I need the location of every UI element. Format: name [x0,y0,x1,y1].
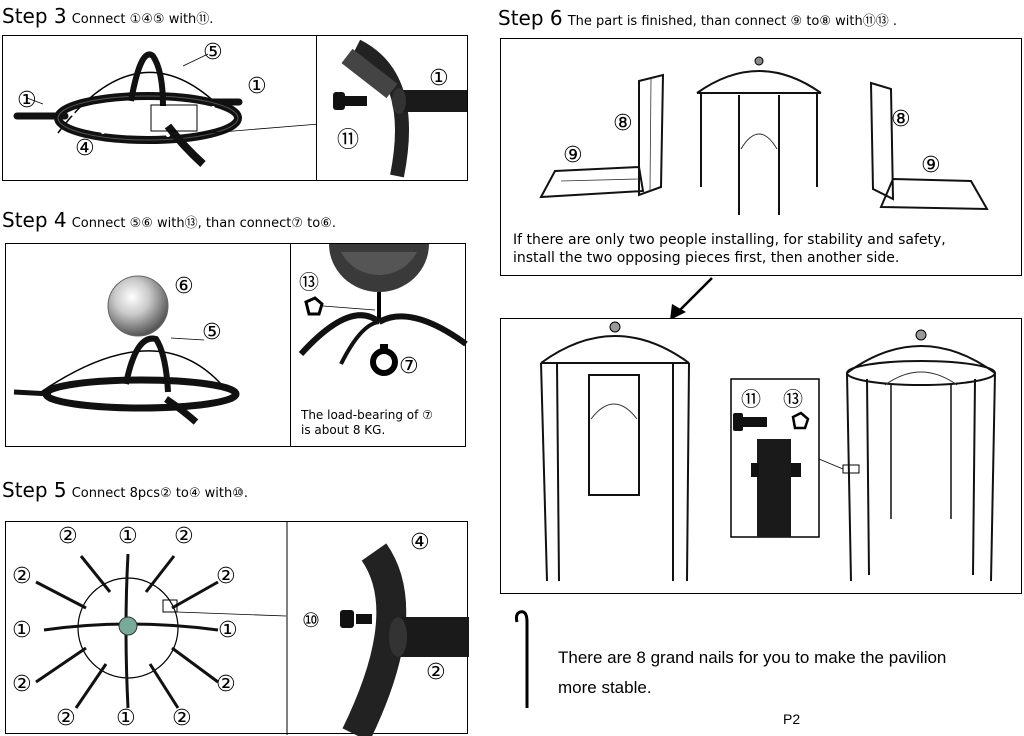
step3-text: Connect ①④⑤ with⑪. [71,12,214,27]
step5-callout-p2-e: ② [12,672,32,697]
step6-result-panel: ⑪ ⑬ [500,318,1022,594]
step6-callout-p8-left: ⑧ [613,111,633,136]
step6-warning-line1: If there are only two people installing,… [513,232,946,248]
step3-heading: Step 3 Connect ①④⑤ with⑪. [2,4,213,28]
step6-warning-line2: install the two opposing pieces first, t… [513,250,900,266]
ground-nails-line2: more stable. [558,678,652,697]
step3-detail-illustration [333,39,467,178]
step6-safety-warning: If there are only two people installing,… [513,231,946,267]
step5-callout-p1-top: ① [118,524,138,549]
step4-callout-p5: ⑤ [202,320,222,345]
step6-panels-illustration [539,56,989,215]
step6-callout-p9-right: ⑨ [921,153,941,178]
step5-callout-p1-left: ① [12,618,32,643]
step3-callout-p1-right: ① [247,74,267,99]
step5-label: Step 5 [2,478,67,502]
step5-detail-p2: ② [426,660,446,685]
step3-detail-inset: ① ⑪ [316,35,468,181]
step4-heading: Step 4 Connect ⑤⑥ with⑬, than connect⑦ t… [2,208,336,232]
step5-panel: ② ① ② ② ② ① ① ② ② ② ① ② ④ ⑩ ② [5,521,469,736]
step5-heading: Step 5 Connect 8pcs② to④ with⑩. [2,478,248,502]
step5-callout-p1-right: ① [218,618,238,643]
step5-callout-p2-b: ② [174,524,194,549]
step4-detail-inset: ⑬ ⑦ The load-bearing of ⑦ is about 8 KG. [290,243,468,447]
step5-text: Connect 8pcs② to④ with⑩. [71,486,249,501]
step4-load-note: The load-bearing of ⑦ is about 8 KG. [301,408,433,438]
step4-label: Step 4 [2,208,67,232]
step6-heading: Step 6 The part is finished, than connec… [498,6,897,30]
step3-label: Step 3 [2,4,67,28]
step4-load-note-line1: The load-bearing of ⑦ [301,408,433,422]
step3-callout-p5: ⑤ [203,40,223,65]
page-number: P2 [783,711,801,727]
step5-callout-p2-c: ② [12,564,32,589]
step6-result-p13: ⑬ [783,387,803,411]
step5-detail-p10: ⑩ [302,608,320,632]
step6-callout-p8-right: ⑧ [891,107,911,132]
step3-callout-p1-left: ① [17,88,37,113]
step5-callout-p2-g: ② [56,706,76,731]
step4-detail-p13: ⑬ [299,270,319,294]
ground-nails-note: There are 8 grand nails for you to make … [558,643,946,703]
step5-callout-p2-f: ② [216,672,236,697]
step3-detail-p11: ⑪ [337,128,360,153]
step4-callout-p6: ⑥ [174,274,194,299]
step6-text: The part is finished, than connect ⑨ to⑧… [567,14,898,29]
step5-detail-p4: ④ [410,530,430,555]
step6-result-illustration [540,321,996,582]
step6-label: Step 6 [498,6,563,30]
step4-detail-p7: ⑦ [399,354,419,379]
step5-detail-illustration [340,543,469,736]
step5-callout-p2-d: ② [216,564,236,589]
step5-topview-illustration [35,522,288,735]
step6-callout-p9-left: ⑨ [563,143,583,168]
step6-result-p11: ⑪ [741,387,761,411]
step6-panel: ⑧ ⑨ ⑧ ⑨ If there are only two people ins… [500,38,1022,276]
step3-dome-illustration [13,51,320,167]
step5-callout-p2-a: ② [58,524,78,549]
step3-detail-p1: ① [429,66,449,91]
step3-callout-p4: ④ [75,136,95,161]
step4-load-note-line2: is about 8 KG. [301,423,386,437]
step4-text: Connect ⑤⑥ with⑬, than connect⑦ to⑥. [71,216,337,231]
step4-detail-illustration [298,244,468,376]
step5-callout-p1-bottom: ① [116,706,136,731]
ground-nails-line1: There are 8 grand nails for you to make … [558,648,947,667]
step4-dome-illustration [13,275,240,425]
step5-callout-p2-h: ② [172,706,192,731]
